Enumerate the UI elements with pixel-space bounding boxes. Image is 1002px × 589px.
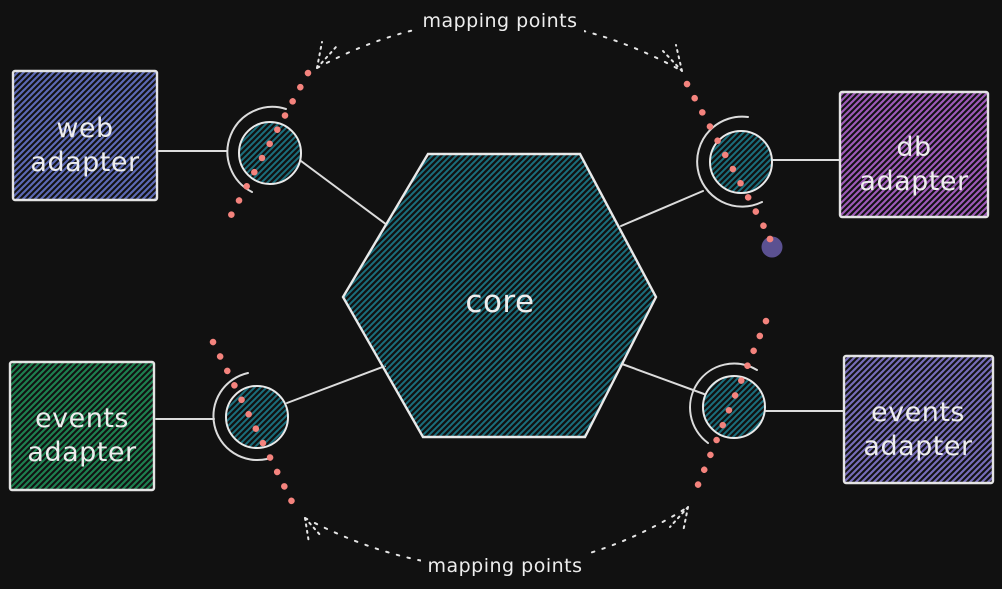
- port-circle-top-right: [709, 130, 773, 194]
- mapping-line-bottom-left: [209, 338, 300, 514]
- events-adapter-right-box: [842, 354, 995, 485]
- web-adapter-box: [11, 69, 159, 202]
- mapping-points-arcs: [304, 18, 689, 569]
- mapping-arc-top: [316, 18, 683, 72]
- core-hexagon: [341, 152, 658, 439]
- port-arc-bottom-right: [689, 362, 758, 444]
- connector-core-to-port-top-right: [620, 190, 704, 227]
- port-arc-top-left: [226, 105, 287, 193]
- connector-port-to-core-top-left: [300, 160, 388, 226]
- db-adapter-box: [838, 90, 990, 219]
- mapping-line-top-right: [683, 80, 773, 240]
- arrowhead-top-left: [316, 41, 337, 69]
- marker-dot-highlight: [766, 235, 774, 243]
- arrowhead-bottom-left: [304, 517, 323, 544]
- port-arc-top-right: [696, 115, 763, 208]
- port-arc-bottom-left: [212, 372, 268, 462]
- mapping-dotted-lines: [209, 69, 773, 514]
- mapping-line-bottom-right: [691, 317, 770, 496]
- connector-port-to-core-bottom-left: [286, 365, 386, 404]
- connector-lines: [155, 150, 844, 420]
- port-circle-bottom-right: [702, 375, 766, 439]
- arrowhead-bottom-right: [669, 506, 689, 533]
- port-circle-top-left: [238, 121, 302, 185]
- connector-core-to-port-bottom-right: [621, 363, 705, 395]
- marker-dot: [761, 236, 783, 258]
- port-arcs: [212, 105, 763, 462]
- mapping-arc-bottom: [304, 506, 689, 569]
- arrowhead-top-right: [662, 44, 683, 72]
- port-circle-bottom-left: [225, 385, 289, 449]
- mapping-line-top-left: [225, 69, 312, 223]
- events-adapter-left-box: [8, 360, 156, 492]
